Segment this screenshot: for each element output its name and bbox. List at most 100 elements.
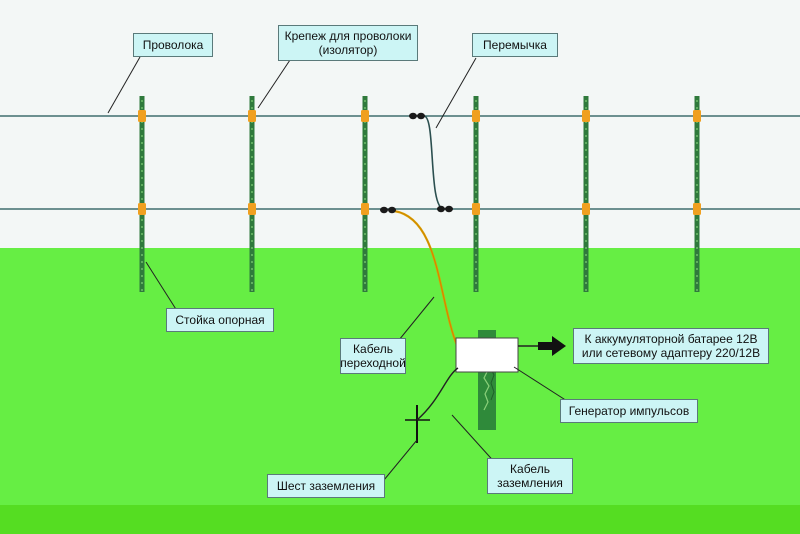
post-texture <box>141 198 143 200</box>
post-texture <box>696 254 698 256</box>
post-texture <box>696 156 698 158</box>
post-texture <box>251 289 253 291</box>
post-texture <box>696 219 698 221</box>
post-texture <box>585 198 587 200</box>
post-texture <box>364 240 366 242</box>
post-texture <box>475 233 477 235</box>
post-texture <box>585 247 587 249</box>
post-texture <box>141 254 143 256</box>
post-texture <box>141 107 143 109</box>
generator-label: Генератор импульсов <box>560 399 698 423</box>
post-texture <box>475 282 477 284</box>
post-texture <box>475 198 477 200</box>
post-texture <box>696 282 698 284</box>
support-post <box>139 96 145 292</box>
ground-cable-label: Кабель заземления <box>487 458 573 494</box>
post-texture <box>364 156 366 158</box>
post-texture <box>141 135 143 137</box>
post-label: Стойка опорная <box>166 308 274 332</box>
post-texture <box>475 289 477 291</box>
post-texture <box>141 261 143 263</box>
post-texture <box>251 254 253 256</box>
post-texture <box>364 233 366 235</box>
post-texture <box>585 128 587 130</box>
post-texture <box>585 142 587 144</box>
insulator-icon <box>693 110 701 122</box>
post-texture <box>141 149 143 151</box>
post-texture <box>585 261 587 263</box>
post-texture <box>141 226 143 228</box>
post-texture <box>251 247 253 249</box>
post-texture <box>251 135 253 137</box>
post-texture <box>251 163 253 165</box>
post-texture <box>141 156 143 158</box>
support-post <box>473 96 479 292</box>
post-texture <box>696 163 698 165</box>
post-texture <box>696 233 698 235</box>
post-texture <box>696 128 698 130</box>
post-texture <box>475 261 477 263</box>
post-texture <box>585 177 587 179</box>
grass-bottom-strip <box>0 505 800 534</box>
jumper-wire <box>423 115 445 210</box>
post-texture <box>696 191 698 193</box>
post-texture <box>696 198 698 200</box>
right-arrow-icon <box>538 336 566 356</box>
post-texture <box>364 219 366 221</box>
post-texture <box>696 226 698 228</box>
post-texture <box>475 275 477 277</box>
post-texture <box>251 170 253 172</box>
post-texture <box>696 135 698 137</box>
wire-connector-icon <box>437 205 453 213</box>
post-texture <box>251 233 253 235</box>
post-texture <box>364 275 366 277</box>
post-texture <box>141 142 143 144</box>
post-texture <box>251 198 253 200</box>
post-texture <box>364 226 366 228</box>
post-texture <box>585 156 587 158</box>
post-texture <box>141 275 143 277</box>
insulator-icon <box>248 110 256 122</box>
insulator-icon <box>472 203 480 215</box>
post-texture <box>141 128 143 130</box>
post-texture <box>251 100 253 102</box>
post-texture <box>141 247 143 249</box>
post-texture <box>585 240 587 242</box>
wire-connector-icon <box>409 112 425 120</box>
post-texture <box>364 184 366 186</box>
post-texture <box>475 156 477 158</box>
post-texture <box>251 240 253 242</box>
post-texture <box>364 198 366 200</box>
post-texture <box>364 170 366 172</box>
post-texture <box>696 184 698 186</box>
post-texture <box>696 142 698 144</box>
post-texture <box>251 177 253 179</box>
post-texture <box>141 177 143 179</box>
post-texture <box>141 170 143 172</box>
post-texture <box>364 128 366 130</box>
post-texture <box>585 226 587 228</box>
post-texture <box>251 128 253 130</box>
post-texture <box>475 163 477 165</box>
insulator-icon <box>582 203 590 215</box>
post-texture <box>251 275 253 277</box>
post-texture <box>475 219 477 221</box>
post-texture <box>475 170 477 172</box>
post-texture <box>585 219 587 221</box>
post-texture <box>475 268 477 270</box>
post-texture <box>585 191 587 193</box>
post-texture <box>585 170 587 172</box>
post-texture <box>696 107 698 109</box>
callout-pointers <box>107 56 579 481</box>
grass-area <box>0 248 800 534</box>
post-texture <box>696 177 698 179</box>
post-texture <box>251 107 253 109</box>
insulator-icon <box>248 203 256 215</box>
post-texture <box>696 289 698 291</box>
post-texture <box>475 135 477 137</box>
post-texture <box>251 261 253 263</box>
support-posts <box>138 96 701 292</box>
post-texture <box>251 219 253 221</box>
post-texture <box>696 261 698 263</box>
